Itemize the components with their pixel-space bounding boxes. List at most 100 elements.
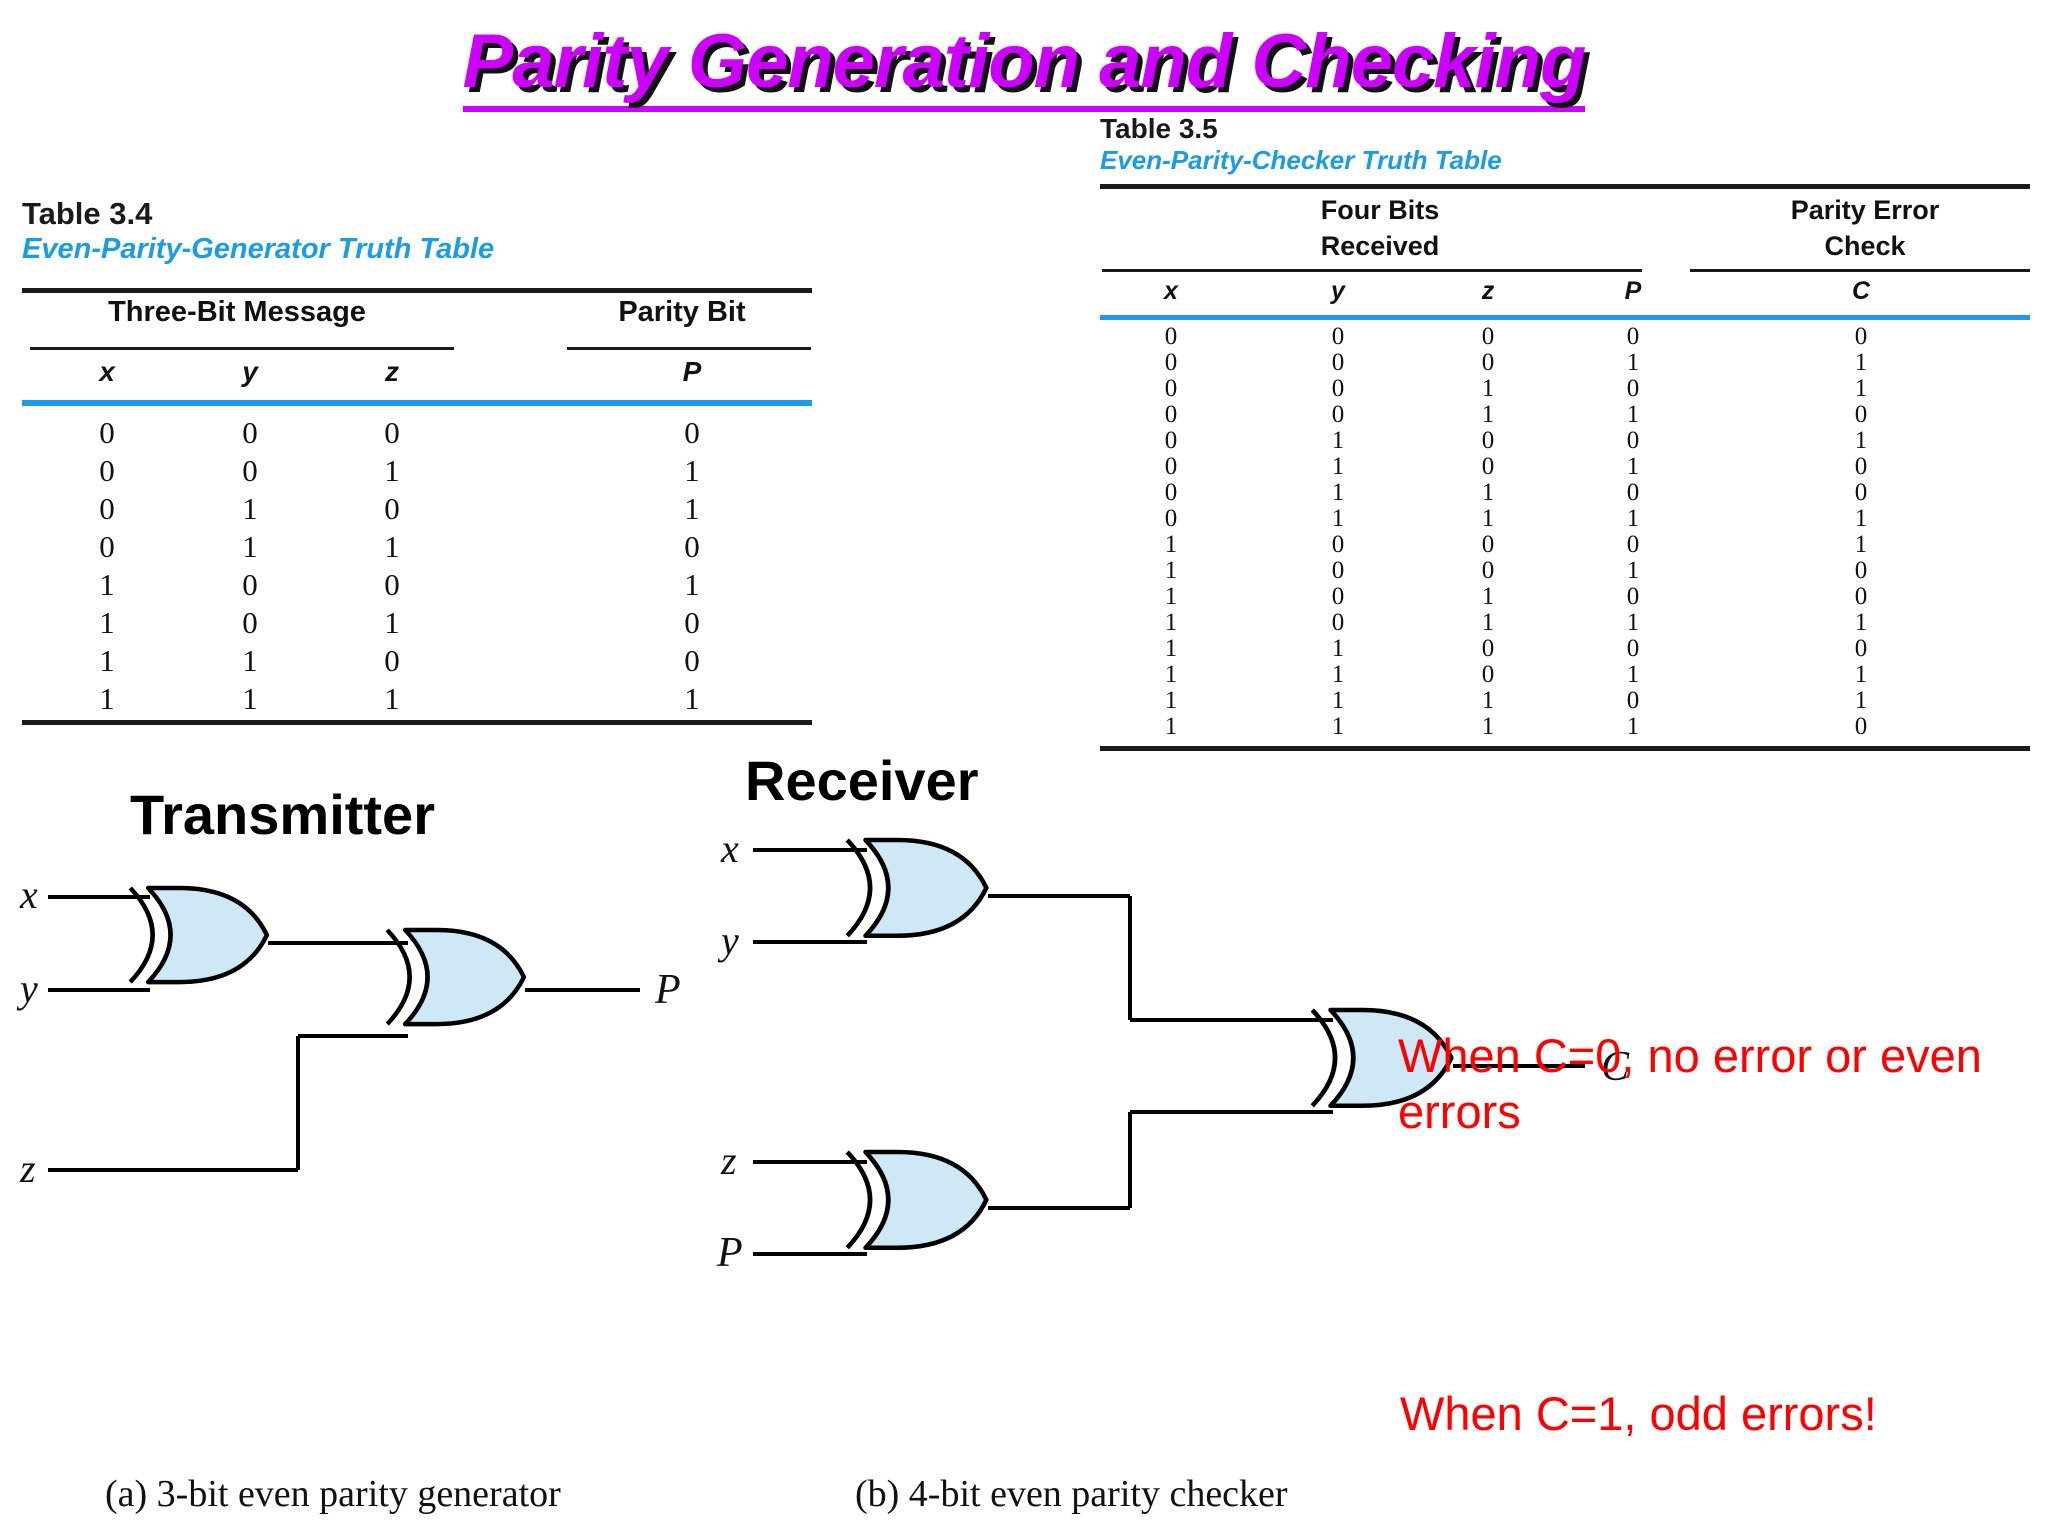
table-cell: 0 bbox=[1164, 427, 1178, 454]
table-cell: 1 bbox=[99, 567, 115, 602]
table-cell: 0 bbox=[99, 415, 115, 450]
table-cell: 0 bbox=[1854, 453, 1868, 480]
table-cell: 1 bbox=[1481, 713, 1495, 740]
table-cell: 1 bbox=[242, 681, 258, 716]
table-3-5-group-header-fourbits-line1: Four Bits bbox=[1320, 195, 1440, 225]
table-cell: 0 bbox=[1854, 557, 1868, 584]
table-cell: 1 bbox=[1331, 635, 1345, 662]
table-cell: 0 bbox=[1481, 453, 1495, 480]
table-cell: 0 bbox=[1481, 557, 1495, 584]
table-row: 1 1 1 1 0 bbox=[1100, 714, 2030, 740]
table-cell: 0 bbox=[242, 453, 258, 488]
table-3-5-column-header-row: x y z P C bbox=[1100, 277, 2030, 313]
table-cell: 0 bbox=[1331, 583, 1345, 610]
table-cell: 0 bbox=[1626, 479, 1640, 506]
xor-gate-xy-icon bbox=[847, 840, 986, 936]
receiver-output-c-label: C bbox=[1601, 1044, 1630, 1090]
transmitter-input-z-label: z bbox=[19, 1146, 36, 1191]
transmitter-label: Transmitter bbox=[130, 783, 435, 846]
table-cell: 0 bbox=[384, 491, 400, 526]
table-cell: 1 bbox=[1481, 479, 1495, 506]
table-cell: 1 bbox=[1331, 713, 1345, 740]
table-3-5-group-header-fourbits-line2: Received bbox=[1320, 231, 1440, 261]
table-cell: 0 bbox=[384, 643, 400, 678]
table-cell: 1 bbox=[1164, 531, 1178, 558]
table-cell: 0 bbox=[1164, 479, 1178, 506]
table-cell: 0 bbox=[1481, 323, 1495, 350]
table-cell: 1 bbox=[1164, 713, 1178, 740]
transmitter-input-x-label: x bbox=[19, 872, 38, 917]
table-cell: 0 bbox=[1854, 401, 1868, 428]
table-cell: 1 bbox=[384, 681, 400, 716]
table-cell: 0 bbox=[1854, 713, 1868, 740]
receiver-input-y-label: y bbox=[717, 918, 739, 963]
table-cell: 0 bbox=[1331, 375, 1345, 402]
table-cell: 1 bbox=[1626, 349, 1640, 376]
table-cell: 1 bbox=[1164, 583, 1178, 610]
table-cell: 1 bbox=[1331, 479, 1345, 506]
table-3-4-col-z: z bbox=[385, 356, 399, 387]
xor-gate-1-icon bbox=[130, 888, 267, 982]
receiver-circuit-diagram: x y z P C bbox=[716, 826, 1630, 1276]
receiver-input-z-label: z bbox=[720, 1138, 737, 1183]
table-cell: 1 bbox=[1626, 661, 1640, 688]
table-cell: 1 bbox=[1331, 505, 1345, 532]
table-cell: 1 bbox=[1626, 713, 1640, 740]
table-cell: 1 bbox=[1331, 453, 1345, 480]
table-cell: 1 bbox=[1164, 635, 1178, 662]
table-cell: 1 bbox=[1854, 531, 1868, 558]
table-cell: 0 bbox=[1164, 401, 1178, 428]
table-cell: 0 bbox=[1164, 453, 1178, 480]
receiver-input-x-label: x bbox=[720, 826, 739, 871]
table-cell: 0 bbox=[1626, 427, 1640, 454]
table-cell: 1 bbox=[1626, 453, 1640, 480]
table-3-5-bottom-rule bbox=[1100, 746, 2030, 751]
table-row: 0 0 1 1 bbox=[22, 452, 812, 490]
table-3-4-caption: Even-Parity-Generator Truth Table bbox=[22, 233, 495, 265]
table-3-4-group-rule-right bbox=[567, 347, 811, 350]
table-cell: 0 bbox=[99, 453, 115, 488]
table-cell: 0 bbox=[1626, 375, 1640, 402]
table-cell: 1 bbox=[684, 453, 700, 488]
table-3-5-number: Table 3.5 bbox=[1100, 113, 1218, 144]
table-3-5-group-header-paritycheck: Parity Error Check bbox=[1700, 192, 2030, 264]
table-cell: 0 bbox=[1481, 531, 1495, 558]
xor-gate-zp-icon bbox=[847, 1152, 986, 1248]
table-cell: 1 bbox=[1626, 609, 1640, 636]
table-cell: 1 bbox=[1626, 505, 1640, 532]
table-3-5-col-x: x bbox=[1164, 277, 1178, 305]
table-3-4-group-header-row: Three-Bit Message Parity Bit bbox=[22, 296, 812, 342]
table-3-5-header-blue-rule bbox=[1100, 315, 2030, 320]
table-3-4-bottom-rule bbox=[22, 720, 812, 725]
table-cell: 1 bbox=[1481, 375, 1495, 402]
table-cell: 1 bbox=[1164, 687, 1178, 714]
table-cell: 0 bbox=[1331, 323, 1345, 350]
table-cell: 0 bbox=[1481, 661, 1495, 688]
table-cell: 0 bbox=[1164, 349, 1178, 376]
table-cell: 1 bbox=[684, 681, 700, 716]
table-cell: 0 bbox=[1481, 349, 1495, 376]
table-cell: 0 bbox=[684, 643, 700, 678]
table-cell: 1 bbox=[99, 681, 115, 716]
page-title: Parity Generation and Checking bbox=[0, 18, 2048, 112]
table-cell: 1 bbox=[1331, 427, 1345, 454]
table-cell: 1 bbox=[684, 491, 700, 526]
table-3-4-col-p: P bbox=[682, 356, 702, 387]
table-cell: 1 bbox=[384, 453, 400, 488]
table-3-5-group-header-fourbits: Four Bits Received bbox=[1100, 192, 1660, 264]
table-cell: 1 bbox=[1626, 557, 1640, 584]
table-cell: 0 bbox=[242, 605, 258, 640]
table-cell: 1 bbox=[384, 605, 400, 640]
table-cell: 1 bbox=[1626, 401, 1640, 428]
table-cell: 1 bbox=[242, 529, 258, 564]
table-cell: 1 bbox=[242, 491, 258, 526]
